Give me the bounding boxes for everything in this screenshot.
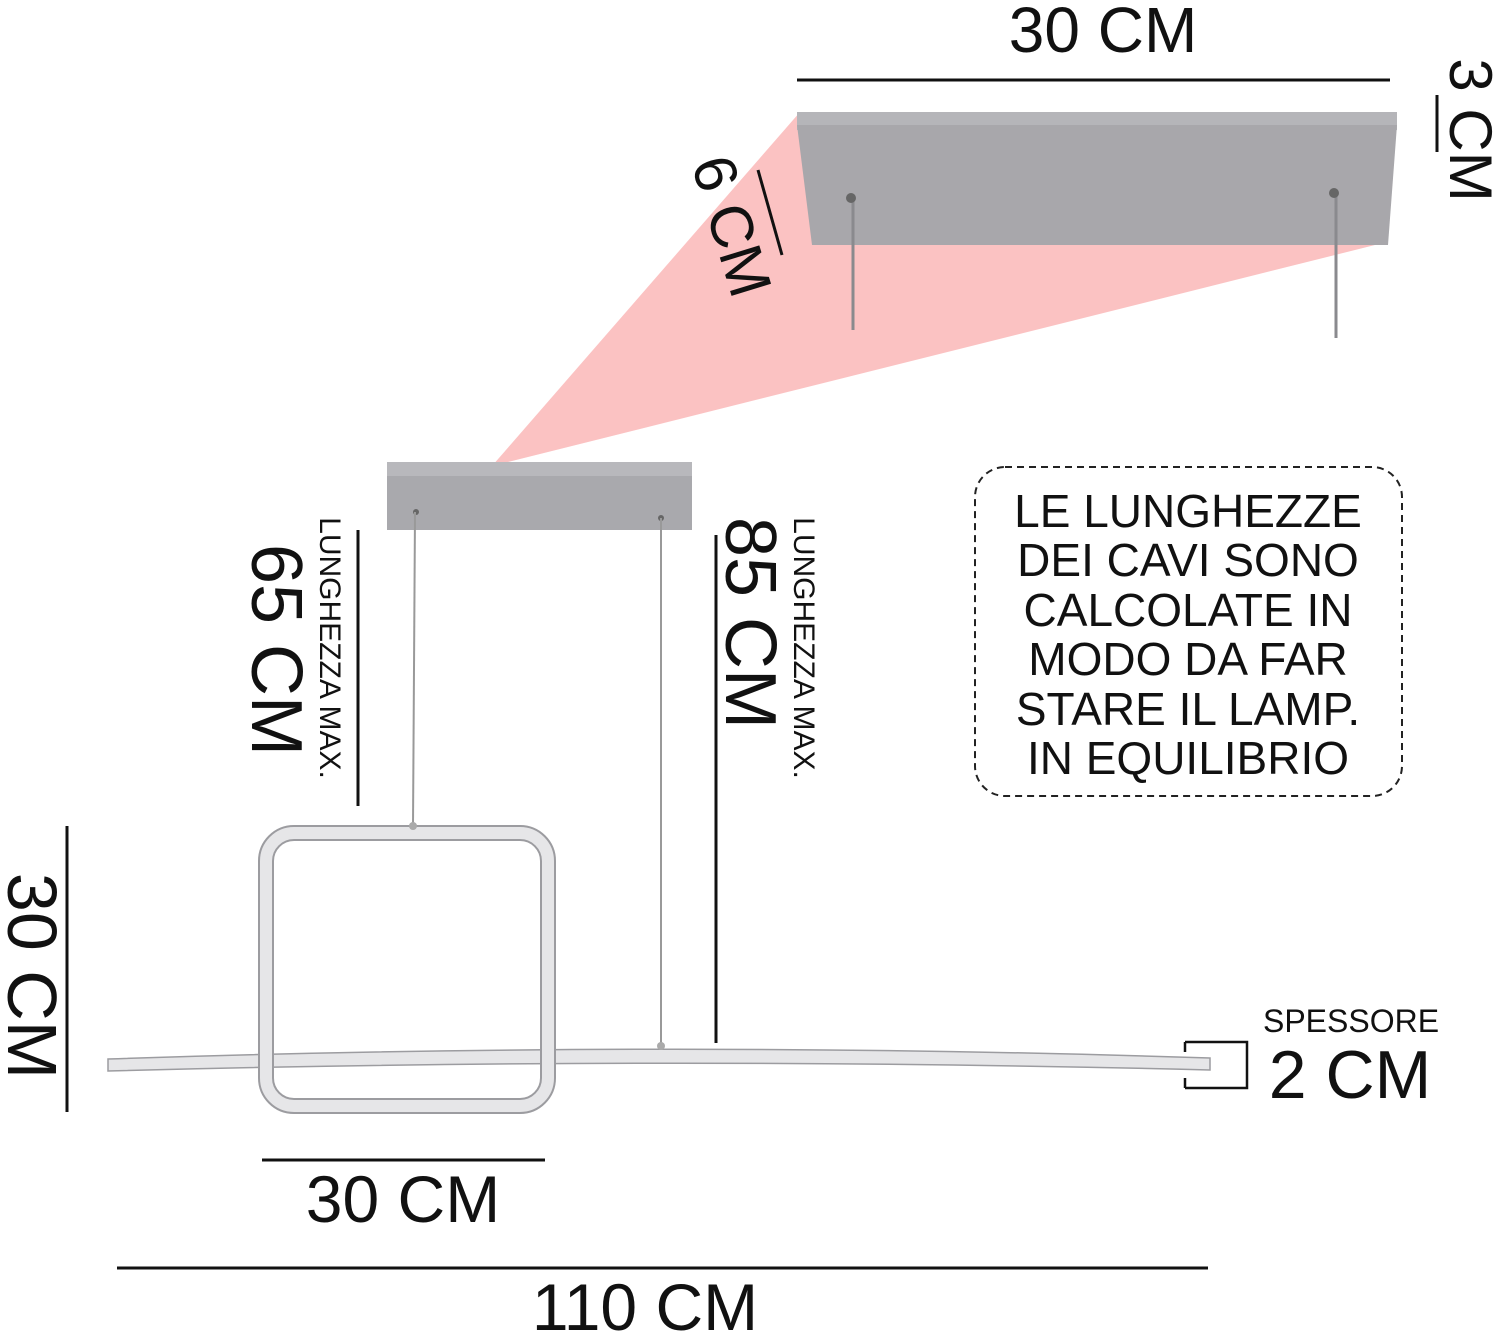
cable-left	[412, 511, 416, 827]
note-line: CALCOLATE IN	[1024, 584, 1353, 636]
note-line: DEI CAVI SONO	[1017, 534, 1359, 586]
canopy	[387, 462, 692, 530]
cable-left-value: 65 CM	[236, 544, 316, 756]
thickness-bracket	[1185, 1040, 1249, 1090]
note-line: STARE IL LAMP.	[1016, 683, 1360, 735]
canopy-depth-line	[756, 169, 784, 256]
cable-right-value: 85 CM	[710, 517, 790, 729]
total-length-label: 110 CM	[532, 1270, 758, 1335]
square-height-label: 30 CM	[0, 873, 71, 1079]
cable-right-caption: LUNGHEZZA MAX.	[787, 517, 820, 779]
square-width-label: 30 CM	[306, 1162, 500, 1236]
lamp-bar	[107, 1048, 1211, 1072]
note-line: IN EQUILIBRIO	[1027, 732, 1349, 784]
thickness-value: 2 CM	[1269, 1037, 1431, 1113]
note-line: MODO DA FAR	[1028, 633, 1347, 685]
note-box	[974, 466, 1403, 797]
note-line: LE LUNGHEZZE	[1014, 485, 1362, 537]
canopy-height-label: 3 CM	[1437, 58, 1500, 201]
canopy-length-label: 30 CM	[1009, 0, 1198, 66]
thickness-caption: SPESSORE	[1263, 1003, 1439, 1039]
cable-left-caption: LUNGHEZZA MAX.	[313, 517, 346, 779]
canopy-enlarged	[797, 112, 1397, 338]
